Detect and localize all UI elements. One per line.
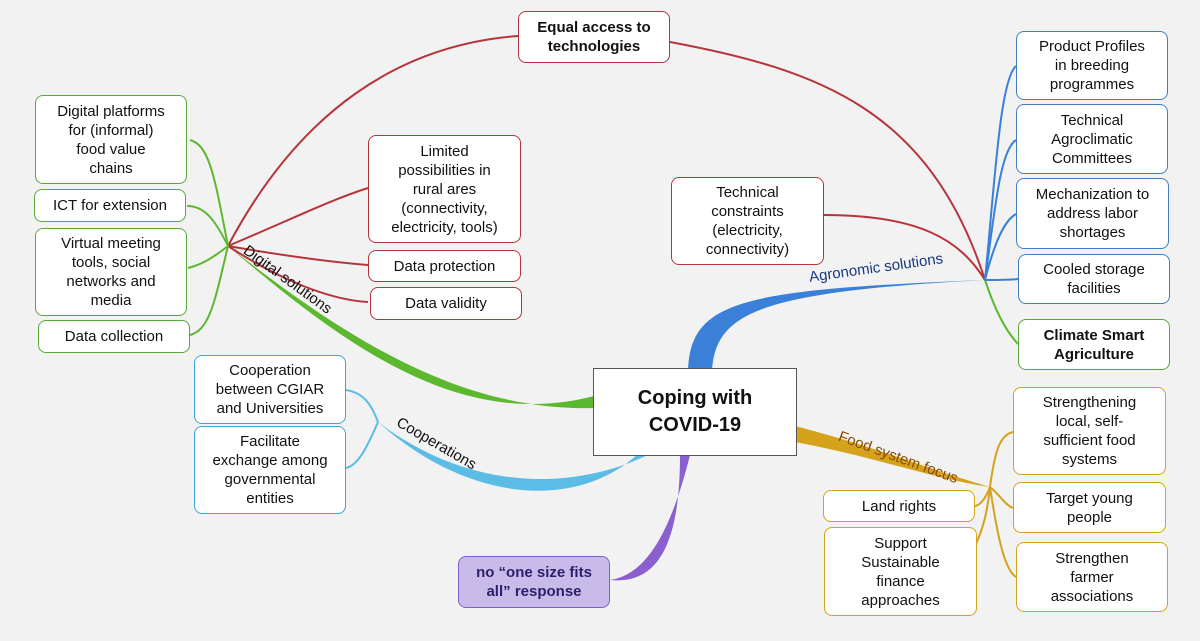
link-strengthen-farmer (989, 486, 1017, 578)
link-virtual (187, 245, 229, 269)
branch-cooperations-line (378, 422, 654, 491)
node-data-protection[interactable]: Data protection (368, 250, 521, 282)
central-topic[interactable]: Coping with COVID-19 (593, 368, 797, 456)
link-ict (186, 205, 229, 247)
link-product-profiles (984, 65, 1017, 281)
link-limited (227, 187, 369, 247)
link-technical-constraints (823, 214, 986, 281)
node-equal-access[interactable]: Equal access to technologies (518, 11, 670, 63)
link-facilitate (345, 421, 379, 469)
node-target-young[interactable]: Target young people (1013, 482, 1166, 533)
central-topic-text: Coping with COVID-19 (637, 387, 753, 436)
link-cooled-storage (984, 278, 1019, 281)
node-digital-platforms[interactable]: Digital platforms for (informal) food va… (35, 95, 187, 184)
branch-purple-line (610, 455, 690, 581)
link-strengthening (989, 431, 1014, 488)
node-mechanization[interactable]: Mechanization to address labor shortages (1016, 178, 1169, 249)
node-data-collection[interactable]: Data collection (38, 320, 190, 353)
link-cooperation-cgiar (345, 389, 379, 423)
node-data-validity[interactable]: Data validity (370, 287, 522, 320)
link-target-young (989, 486, 1014, 509)
node-land-rights[interactable]: Land rights (823, 490, 975, 522)
node-virtual-meeting[interactable]: Virtual meeting tools, social networks a… (35, 228, 187, 316)
node-climate-smart[interactable]: Climate Smart Agriculture (1018, 319, 1170, 370)
link-data-protection (227, 245, 369, 266)
node-product-profiles[interactable]: Product Profiles in breeding programmes (1016, 31, 1168, 100)
link-technical-agroclimatic (984, 139, 1017, 281)
link-data-validity (227, 245, 369, 303)
node-one-size[interactable]: no “one size fits all” response (458, 556, 610, 608)
link-climate-smart (984, 279, 1019, 345)
link-equal-access-left (227, 35, 519, 247)
node-cooled-storage[interactable]: Cooled storage facilities (1018, 254, 1170, 304)
node-strengthen-farmer[interactable]: Strengthen farmer associations (1016, 542, 1168, 612)
node-sustainable-finance[interactable]: Support Sustainable finance approaches (824, 527, 977, 616)
node-technical-agroclimatic[interactable]: Technical Agroclimatic Committees (1016, 104, 1168, 174)
branch-food-line (795, 426, 990, 487)
link-data-collection (189, 245, 229, 336)
link-equal-access-right (669, 41, 986, 281)
node-technical-constraints[interactable]: Technical constraints (electricity, conn… (671, 177, 824, 265)
node-limited-possibilities[interactable]: Limited possibilities in rural ares (con… (368, 135, 521, 243)
branch-agronomic-line (688, 280, 985, 372)
link-mechanization (984, 213, 1017, 281)
node-ict-extension[interactable]: ICT for extension (34, 189, 186, 222)
node-strengthening-local[interactable]: Strengthening local, self- sufficient fo… (1013, 387, 1166, 475)
node-cooperation-cgiar[interactable]: Cooperation between CGIAR and Universiti… (194, 355, 346, 424)
link-digital-platforms (189, 139, 229, 247)
node-facilitate-exchange[interactable]: Facilitate exchange among governmental e… (194, 426, 346, 514)
